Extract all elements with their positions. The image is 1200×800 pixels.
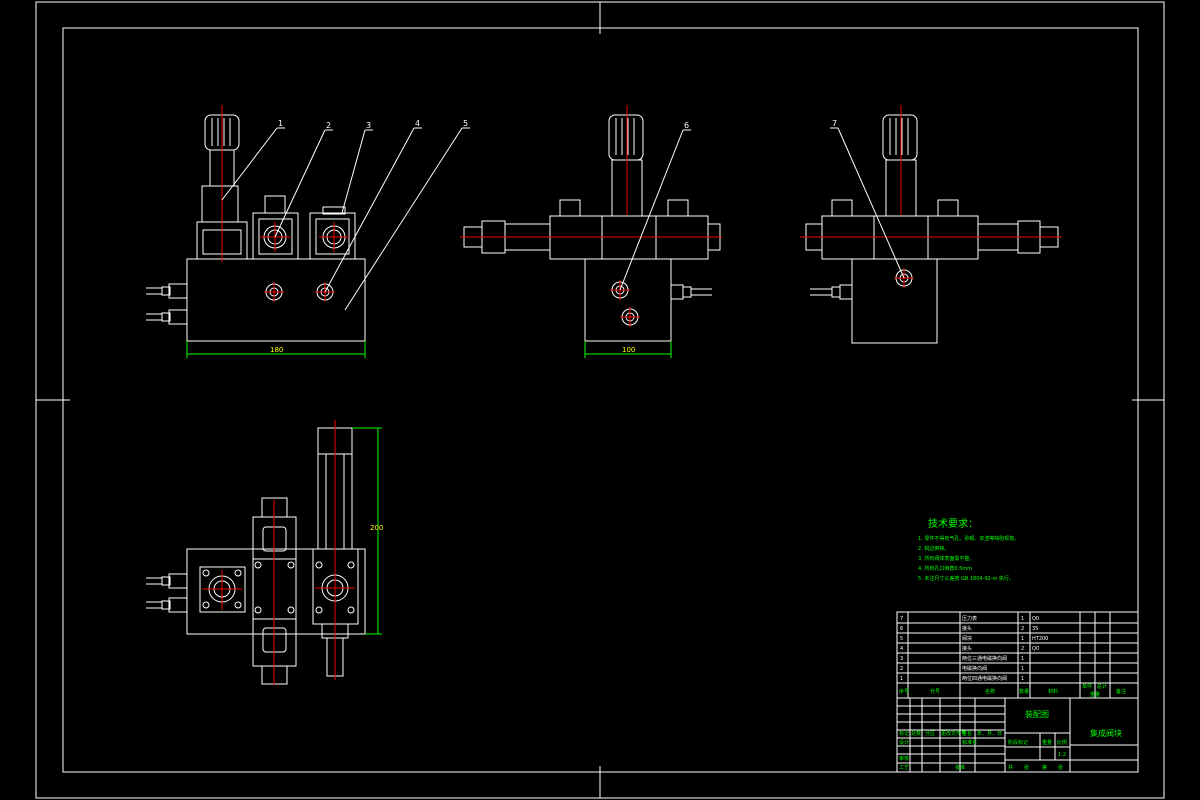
tb-weight: 重量 [1042, 739, 1052, 746]
tech-req-item-5: 5. 未注尺寸公差按 GB 1804-92-m 执行。 [918, 575, 1014, 582]
parts-row-name: 电磁换向阀 [962, 665, 987, 672]
parts-row-no: 6 [900, 626, 903, 632]
parts-header-total: 总计 [1097, 683, 1107, 690]
project-name: 集成阀块 [1090, 728, 1122, 738]
balloon-2: 2 [326, 121, 331, 130]
parts-row-qty: 1 [1021, 616, 1024, 622]
tb-role-check: 审核 [899, 755, 909, 762]
top-view [146, 420, 382, 685]
parts-row-material: Q0 [1032, 646, 1039, 652]
tb-label-change: 更改文件号 [941, 730, 966, 737]
parts-row-name: 两位四通电磁换向阀 [962, 675, 1007, 682]
tb-role-process: 工艺 [899, 765, 909, 771]
parts-row-name: 阀块 [962, 635, 972, 642]
parts-row-no: 7 [900, 616, 903, 622]
parts-header-code: 代号 [930, 688, 940, 695]
balloon-3: 3 [366, 121, 371, 130]
tb-label-zone: 分区 [925, 730, 935, 737]
tech-requirements: 技术要求： 1. 零件不得有气孔、砂眼、夹渣等缺陷现象。 2. 锐边倒钝。 3.… [918, 517, 1019, 582]
tb-label-mark: 标记 [899, 730, 909, 737]
front-view [146, 105, 470, 358]
tb-approve: 批准 [955, 764, 965, 771]
tb-role-design: 设计 [899, 739, 909, 746]
parts-row-qty: 2 [1021, 626, 1024, 632]
tb-sheet-4: 张 [1058, 764, 1063, 771]
parts-row-qty: 1 [1021, 666, 1024, 672]
parts-row-no: 1 [900, 676, 903, 682]
tech-req-item-2: 2. 锐边倒钝。 [918, 545, 949, 552]
tb-label-date: 年、月、日 [977, 730, 1002, 737]
parts-row-material: HT200 [1032, 636, 1048, 642]
right-view [800, 105, 1062, 344]
tb-std: 标准化 [962, 739, 977, 746]
parts-header-qty: 数量 [1019, 688, 1029, 695]
parts-row-name: 两位三通电磁换向阀 [962, 655, 1007, 662]
parts-row-material: Q0 [1032, 616, 1039, 622]
tech-req-item-4: 4. 所有孔口倒角0.5mm [918, 565, 972, 572]
parts-header-material: 材料 [1048, 688, 1058, 695]
balloon-4: 4 [415, 119, 420, 128]
drawing-name: 装配图 [1025, 709, 1049, 719]
centering-marks [36, 2, 1164, 798]
parts-row-qty: 1 [1021, 636, 1024, 642]
tech-req-item-1: 1. 零件不得有气孔、砂眼、夹渣等缺陷现象。 [918, 535, 1019, 542]
parts-row-no: 2 [900, 666, 903, 672]
parts-row-name: 接头 [962, 625, 972, 632]
parts-row-qty: 2 [1021, 646, 1024, 652]
side-view [460, 105, 722, 358]
tech-req-title: 技术要求： [928, 517, 978, 530]
parts-row-qty: 1 [1021, 656, 1024, 662]
tb-label-sign: 签名 [962, 730, 972, 737]
balloon-labels: 1 2 3 4 5 6 7 [278, 119, 837, 130]
tb-sheet-3: 第 [1042, 764, 1047, 771]
parts-row-no: 3 [900, 656, 903, 662]
parts-row-no: 4 [900, 646, 903, 652]
balloon-6: 6 [684, 121, 689, 130]
parts-row-qty: 1 [1021, 676, 1024, 682]
title-block: 装配图 集成阀块 阶段标记 重量 比例 1:2 共 张 第 张 标记 处数 分区… [896, 697, 1139, 773]
tb-stage-mark: 阶段标记 [1008, 739, 1028, 746]
bolt-holes [202, 561, 355, 614]
parts-row-no: 5 [900, 636, 903, 642]
dim-top-height: 200 [370, 524, 383, 532]
dim-front-width: 180 [270, 346, 283, 354]
tb-label-count: 处数 [911, 730, 921, 737]
parts-header-remark: 备注 [1116, 688, 1126, 695]
tb-sheet-2: 张 [1024, 764, 1029, 771]
tech-req-item-3: 3. 所有阀体表面需平整。 [918, 555, 974, 562]
balloon-7: 7 [832, 119, 837, 128]
tb-scale: 比例 [1057, 739, 1067, 746]
tb-sheet-1: 共 [1008, 764, 1013, 771]
parts-header-weight: 重量 [1090, 691, 1100, 698]
parts-row-name: 接头 [962, 645, 972, 652]
dim-side-width: 100 [622, 346, 635, 354]
parts-row-name: 压力表 [962, 615, 977, 622]
tb-scale-value: 1:2 [1058, 752, 1066, 758]
balloon-5: 5 [463, 119, 468, 128]
parts-header-no: 序号 [899, 688, 909, 695]
parts-row-material: 35 [1032, 626, 1038, 632]
parts-header-name: 名称 [985, 688, 995, 695]
balloon-1: 1 [278, 119, 283, 128]
parts-header-single: 单件 [1082, 683, 1092, 690]
